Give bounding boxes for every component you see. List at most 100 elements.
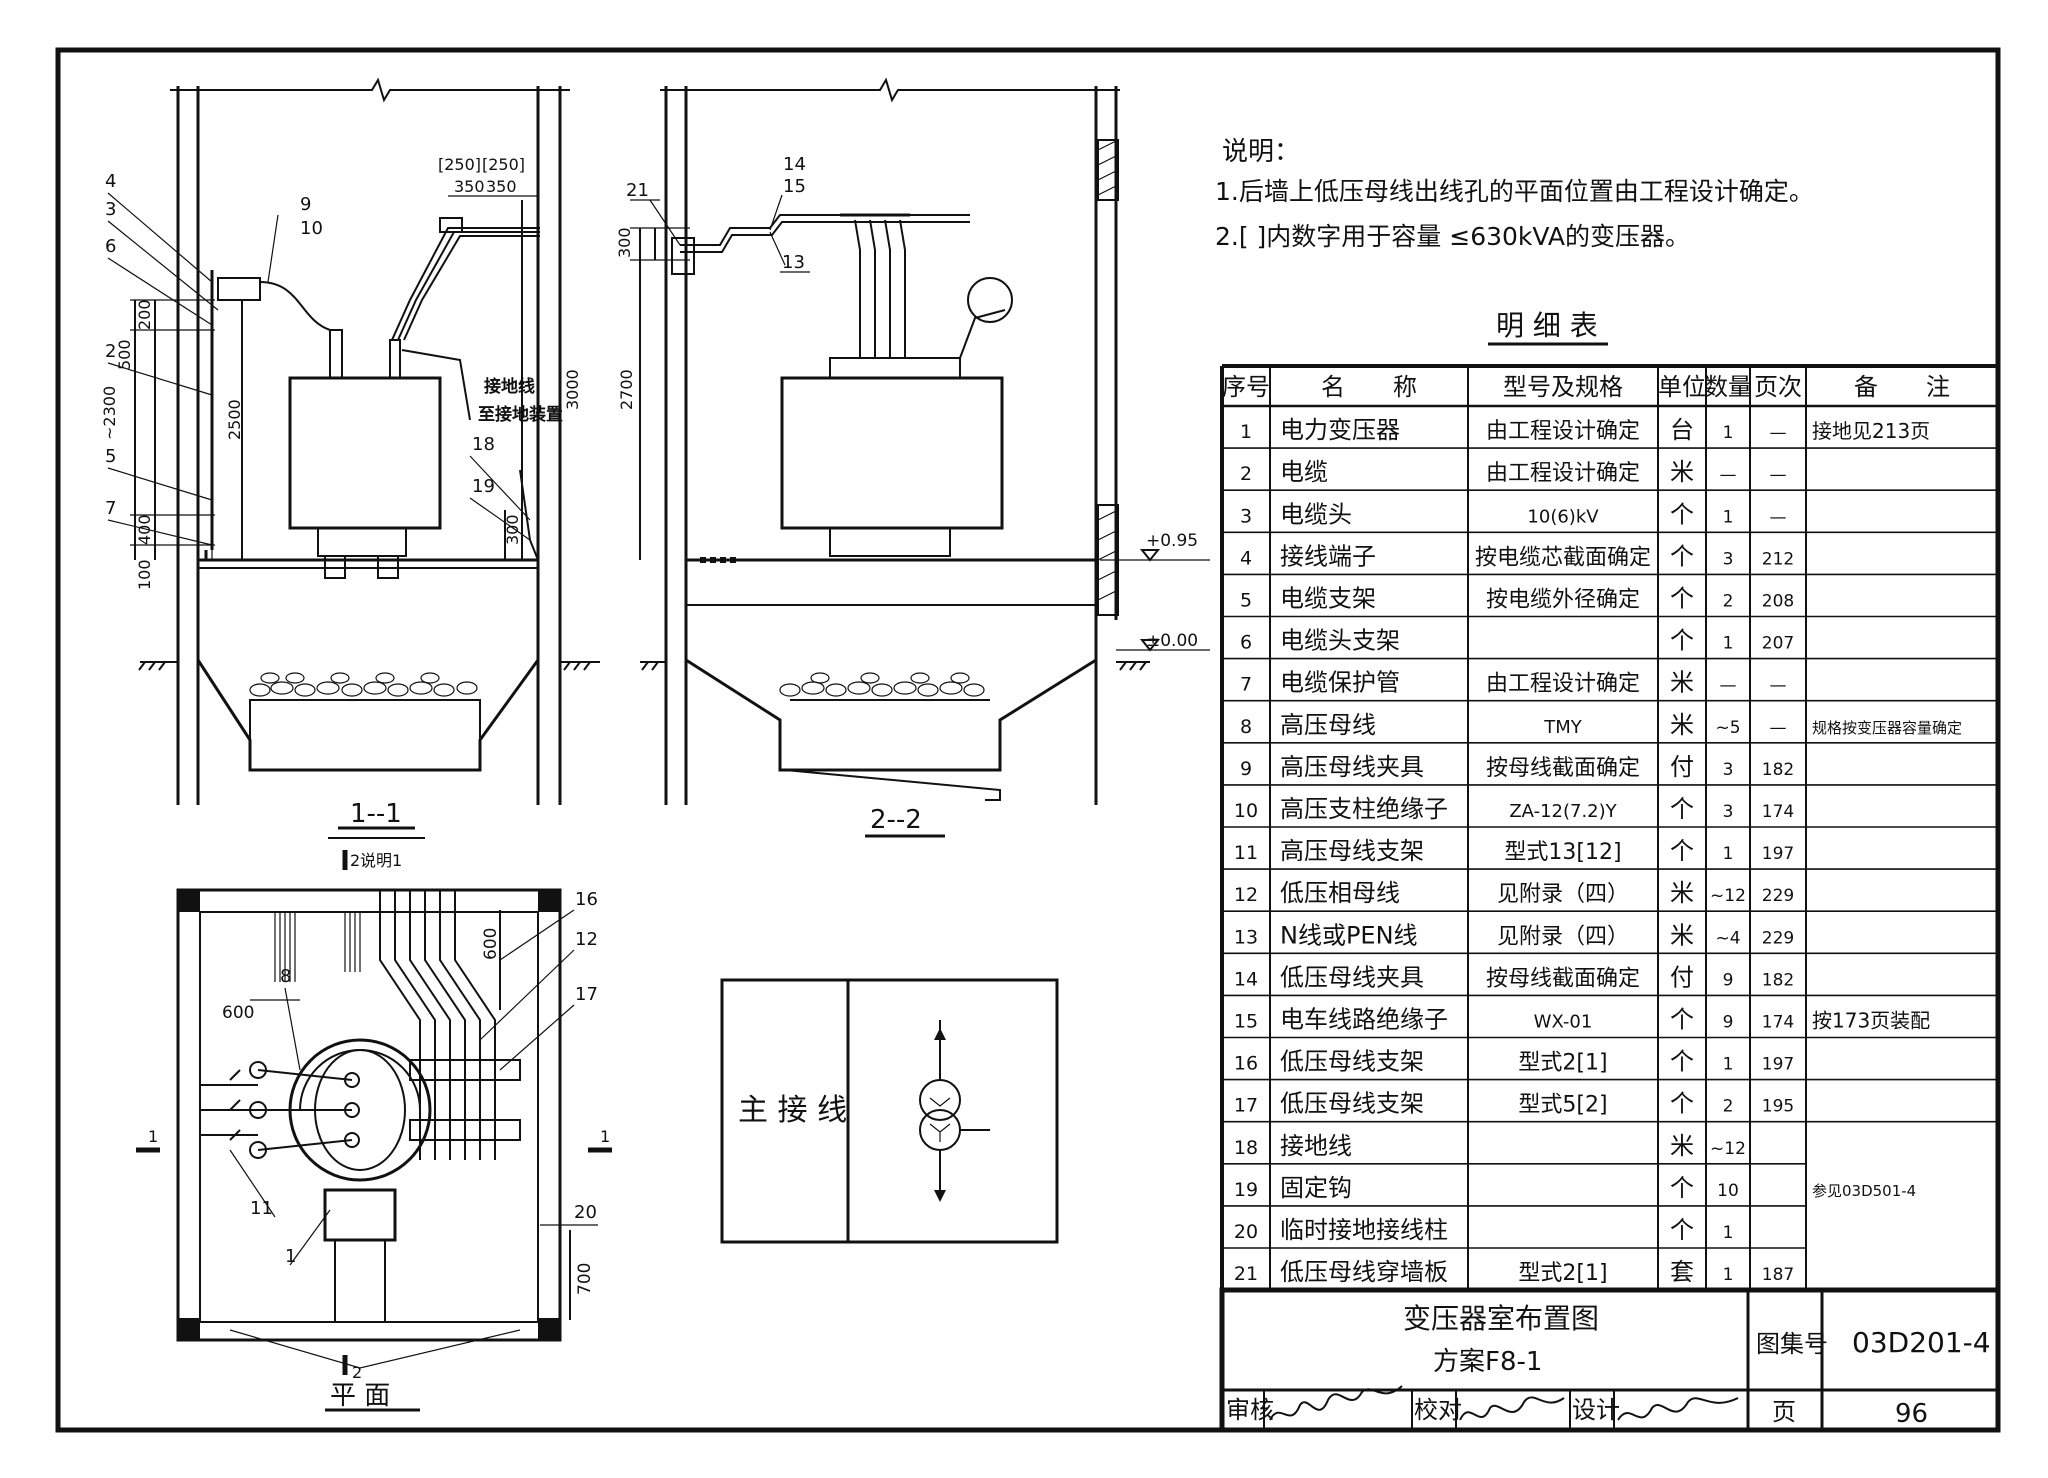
callout-6: 6 [105,236,116,257]
dim-2500: 2500 [225,399,244,440]
dim-350-b: 350 [486,177,517,196]
row-qty: ~4 [1715,928,1740,948]
table-header-5: 页次 [1754,373,1802,401]
level-000: ±0.00 [1146,631,1198,651]
dim-2700: 2700 [617,369,636,410]
row-no: 17 [1234,1095,1258,1117]
row-unit: 米 [1670,879,1694,907]
row-no: 20 [1234,1221,1258,1243]
row-no: 15 [1234,1011,1258,1033]
row-page: 182 [1762,970,1794,990]
table-header-0: 序号 [1222,373,1270,401]
row-no: 3 [1240,505,1252,527]
callout-21: 21 [626,180,649,201]
dim-200: 200 [135,299,154,330]
row-unit: 米 [1670,458,1694,486]
row-unit: 个 [1670,1216,1694,1244]
row-name: 电缆 [1280,458,1328,486]
row-spec: 型式2[1] [1518,1261,1607,1286]
row-name: 固定钩 [1280,1174,1352,1202]
row-no: 8 [1240,716,1252,738]
row-page: 208 [1762,592,1794,612]
row-qty: 1 [1723,844,1734,864]
dim-500: 500 [115,339,134,370]
row-name: 低压母线支架 [1280,1048,1424,1076]
dim-400: 400 [135,514,154,545]
row-qty: 3 [1723,802,1734,822]
row-name: 电缆支架 [1280,585,1376,613]
row-name: N线或PEN线 [1280,921,1418,949]
callout-4: 4 [105,171,116,192]
section-1-1-caption: 1--1 [350,799,402,829]
row-no: 21 [1234,1263,1258,1285]
dim-700: 700 [575,1263,595,1295]
row-qty: 9 [1723,970,1734,990]
row-unit: 个 [1670,1090,1694,1118]
row-qty: 1 [1723,1055,1734,1075]
transformer-body [288,376,442,530]
dim-2300: ~2300 [100,386,119,440]
row-remark: 参见03D501-4 [1812,1182,1916,1200]
atlas-label: 图集号 [1756,1330,1828,1358]
row-name: 低压相母线 [1280,879,1400,907]
row-qty: — [1720,676,1737,696]
row-no: 19 [1234,1179,1258,1201]
row-unit: 付 [1670,753,1694,781]
note-2: 2.[ ]内数字用于容量 ≤630kVA的变压器。 [1215,222,1690,251]
row-name: 电车线路绝缘子 [1280,1006,1448,1034]
row-qty: ~12 [1710,886,1746,906]
callout-3: 3 [105,199,116,220]
cobble-stones-2 [779,672,985,697]
plan-note-ref: 说明1 [360,851,402,870]
row-qty: 1 [1723,507,1734,527]
row-name: 电缆头支架 [1280,627,1400,655]
main-wiring-diagram: 主 接 线 [720,978,1059,1244]
row-qty: 9 [1723,1013,1734,1033]
row-qty: 1 [1723,634,1734,654]
dim-300-s2: 300 [615,227,634,258]
row-name: 低压母线支架 [1280,1090,1424,1118]
row-unit: 米 [1670,1132,1694,1160]
row-qty: 3 [1723,549,1734,569]
row-page: — [1770,507,1787,527]
row-no: 2 [1240,463,1252,485]
main-wiring-label: 主 接 线 [738,1093,847,1128]
row-qty: ~12 [1710,1139,1746,1159]
dim-600-top: 600 [481,928,501,960]
ground-wire-note-2: 至接地装置 [478,404,563,425]
row-spec: TMY [1543,717,1583,738]
row-qty: 1 [1723,1223,1734,1243]
row-name: 临时接地接线柱 [1280,1216,1448,1244]
row-spec: 型式5[2] [1518,1093,1607,1118]
row-no: 11 [1234,842,1258,864]
row-unit: 台 [1670,416,1694,444]
row-page: 212 [1762,549,1794,569]
row-qty: 1 [1723,423,1734,443]
row-spec: 由工程设计确定 [1486,419,1640,444]
page-label: 页 [1772,1398,1796,1426]
row-page: — [1770,465,1787,485]
row-no: 9 [1240,758,1252,780]
callout-20: 20 [574,1202,597,1223]
callout-16: 16 [575,889,598,910]
dim-350-a: 350 [454,177,485,196]
row-page: 229 [1762,886,1794,906]
row-unit: 个 [1670,1006,1694,1034]
row-qty: 1 [1723,1265,1734,1285]
callout-18: 18 [472,434,495,455]
dim-250-b: [250] [482,155,525,174]
row-qty: — [1720,465,1737,485]
row-unit: 个 [1670,542,1694,570]
row-name: 高压母线夹具 [1280,753,1424,781]
dim-600-left: 600 [222,1003,254,1023]
row-name: 接线端子 [1280,542,1376,570]
row-spec: WX-01 [1534,1012,1593,1033]
row-name: 低压母线夹具 [1280,963,1424,991]
drawing-scheme: 方案F8-1 [1433,1347,1542,1377]
row-spec: 10(6)kV [1527,506,1599,527]
dim-300: 300 [503,514,522,545]
row-spec: 型式2[1] [1518,1051,1607,1076]
row-name: 电缆保护管 [1280,669,1400,697]
